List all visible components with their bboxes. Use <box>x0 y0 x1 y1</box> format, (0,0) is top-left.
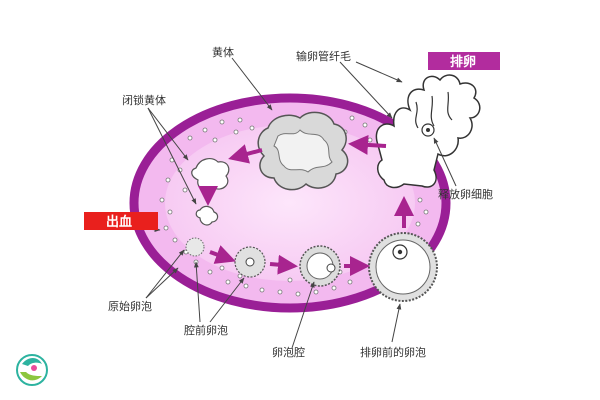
label-released-egg: 释放卵细胞 <box>438 187 493 201</box>
label-corpus-luteum: 黄体 <box>212 45 234 59</box>
cycle-arrows <box>198 134 414 276</box>
label-atretic: 闭锁黄体 <box>122 93 166 107</box>
label-primordial: 原始卵泡 <box>108 299 152 313</box>
label-preantral: 腔前卵泡 <box>184 323 228 337</box>
bleeding-badge-text: 出血 <box>106 214 132 230</box>
bleeding-badge: 出血 <box>84 212 158 230</box>
brand-logo-icon <box>16 354 48 386</box>
preantral-follicle <box>234 246 266 278</box>
label-preovulatory: 排卵前的卵泡 <box>360 345 426 359</box>
ovary-inner <box>165 125 415 281</box>
corpus-luteum <box>257 111 349 191</box>
atretic-corpus-luteum <box>191 158 230 226</box>
label-antrum: 卵泡腔 <box>272 345 305 359</box>
scattered-follicles <box>159 115 429 297</box>
antral-follicle <box>299 245 341 287</box>
primordial-follicle <box>185 237 205 257</box>
ovulation-badge: 排卵 <box>428 52 500 70</box>
ovulation-badge-text: 排卵 <box>450 54 476 70</box>
preovulatory-follicle <box>368 232 438 302</box>
label-fimbriae: 输卵管纤毛 <box>296 49 351 63</box>
released-egg <box>421 123 435 137</box>
